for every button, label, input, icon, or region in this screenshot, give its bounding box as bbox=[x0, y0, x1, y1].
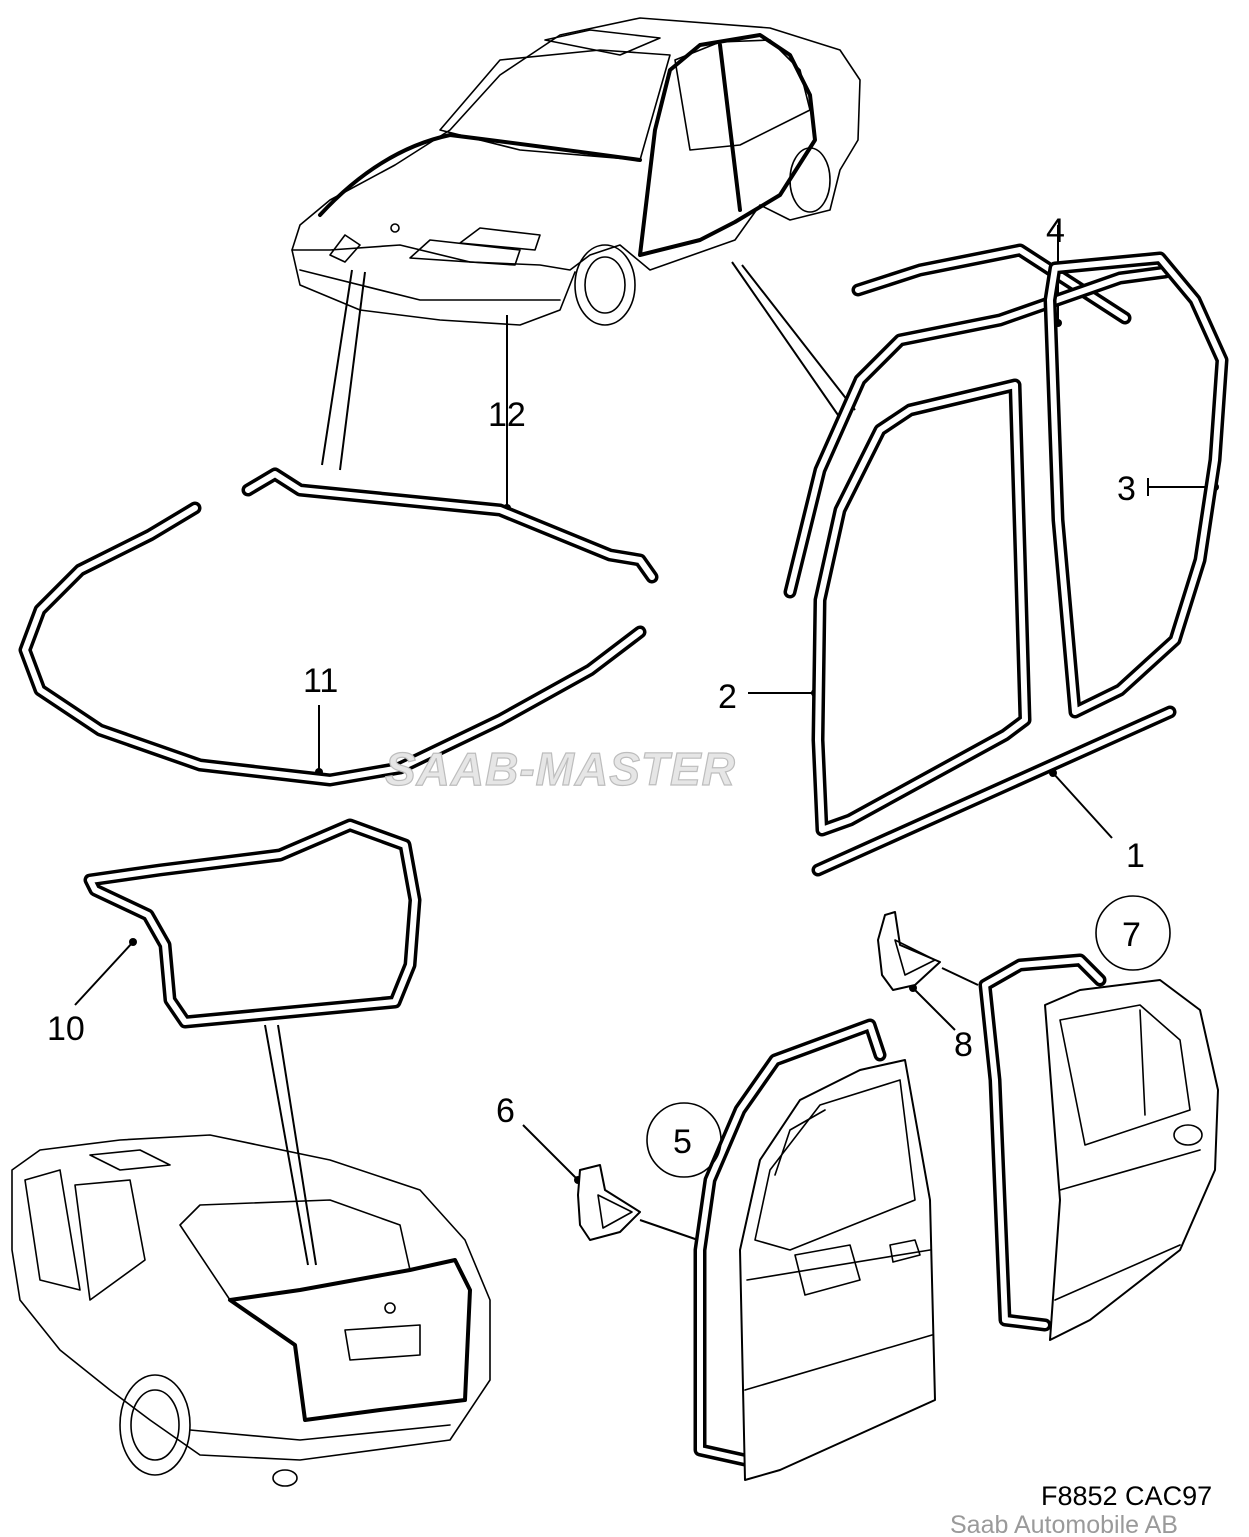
drawing-code: F8852 CAC97 bbox=[1041, 1481, 1212, 1511]
front-door-with-seal-5 bbox=[693, 1018, 936, 1481]
rear-door-with-seal-7 bbox=[978, 953, 1219, 1341]
seal-12-hood-strip bbox=[241, 467, 659, 584]
callout-2: 2 bbox=[718, 678, 737, 716]
seal-4-roof-strip bbox=[851, 243, 1132, 325]
callout-3: 3 bbox=[1117, 470, 1136, 508]
seal-11-windshield-seal bbox=[18, 501, 647, 787]
copyright-text: Saab Automobile AB bbox=[950, 1511, 1178, 1537]
clip-8 bbox=[877, 911, 941, 991]
callout-6: 6 bbox=[496, 1092, 515, 1130]
watermark-text: SAAB-MASTER bbox=[385, 743, 736, 795]
callout-10: 10 bbox=[47, 1010, 85, 1048]
callout-1: 1 bbox=[1126, 837, 1145, 875]
circle-callout-5 bbox=[646, 1102, 722, 1178]
car-front-illustration bbox=[291, 17, 861, 326]
callout-5: 5 bbox=[673, 1123, 692, 1161]
callout-12: 12 bbox=[488, 396, 526, 434]
clip-6 bbox=[577, 1164, 641, 1241]
seal-3-rear-door-opening bbox=[1043, 251, 1229, 719]
car-rear-illustration bbox=[11, 1134, 491, 1487]
callout-11: 11 bbox=[303, 662, 338, 700]
circle-callout-7 bbox=[1095, 895, 1171, 971]
seal-1-sill-strip bbox=[811, 705, 1177, 877]
callout-4: 4 bbox=[1046, 212, 1065, 250]
callout-8: 8 bbox=[954, 1026, 973, 1064]
seal-10-trunk-lid-seal bbox=[83, 818, 422, 1029]
seal-2-front-door-opening bbox=[783, 265, 1172, 837]
callout-7: 7 bbox=[1122, 916, 1141, 954]
